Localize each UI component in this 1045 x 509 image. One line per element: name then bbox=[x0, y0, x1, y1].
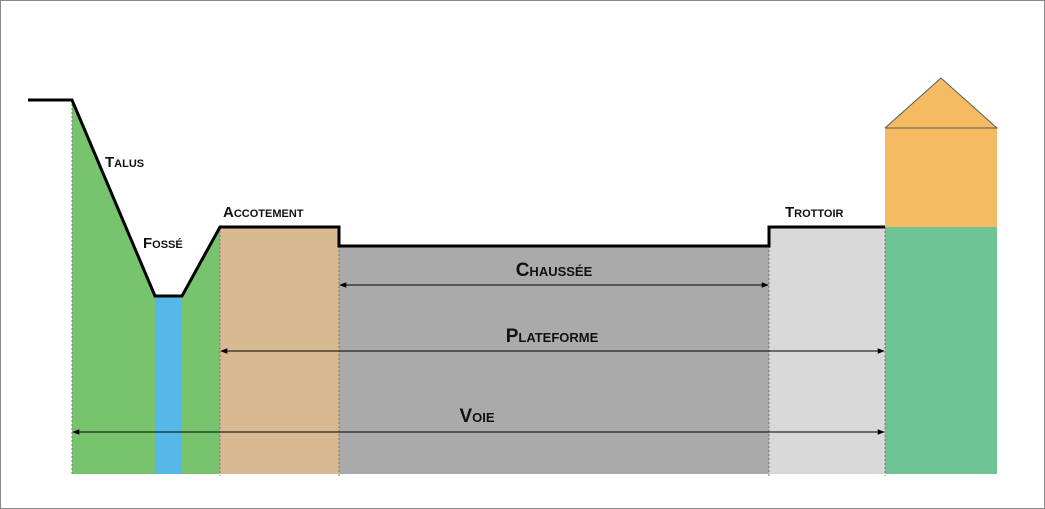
house-outline bbox=[884, 77, 999, 129]
house-roof bbox=[885, 78, 997, 128]
label-accotement: Accotement bbox=[223, 204, 304, 221]
boundary-lines bbox=[71, 100, 886, 476]
ground-profile-line bbox=[28, 98, 885, 298]
label-voie: Voie bbox=[459, 406, 494, 427]
house-upper bbox=[885, 128, 997, 227]
label-trottoir: Trottoir bbox=[785, 204, 844, 221]
label-talus: Talus bbox=[105, 154, 144, 171]
label-fosse: Fossé bbox=[143, 235, 183, 252]
label-chaussee: Chaussée bbox=[516, 260, 593, 281]
house-wall bbox=[885, 227, 997, 474]
talus-area bbox=[72, 100, 155, 474]
fosse-slope-area bbox=[182, 227, 220, 474]
fosse-area bbox=[155, 296, 182, 474]
label-plateforme: Plateforme bbox=[506, 326, 599, 347]
